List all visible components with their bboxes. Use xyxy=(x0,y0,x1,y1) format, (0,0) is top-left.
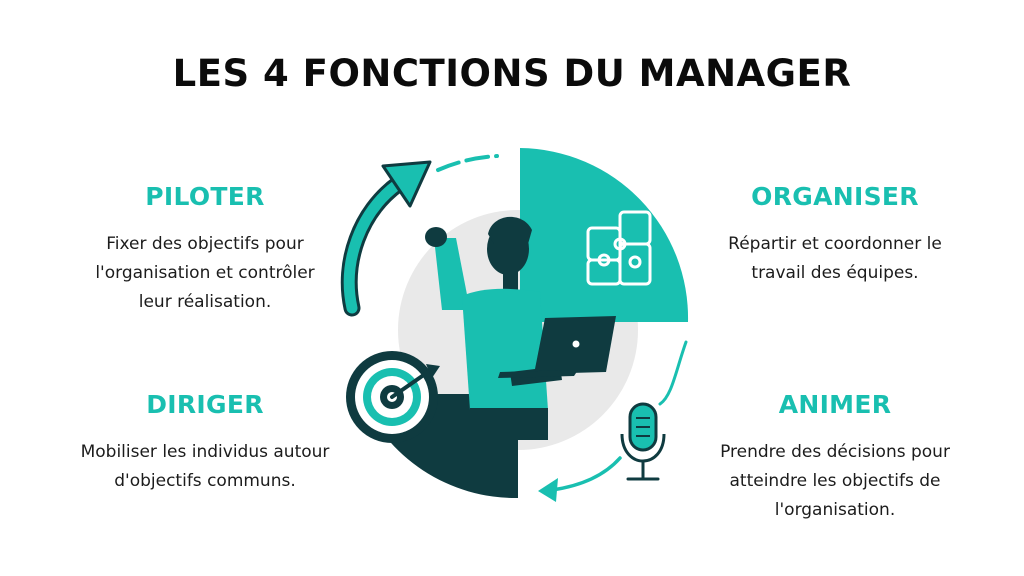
arrow-bottom-right xyxy=(538,456,622,502)
organiser-description: Répartir et coordonner le travail des éq… xyxy=(728,234,942,283)
diriger-heading: DIRIGER xyxy=(146,390,264,419)
arrow-top-left xyxy=(340,160,432,317)
laptop-icon xyxy=(498,316,616,378)
arc-right xyxy=(658,340,688,406)
organiser-block: ORGANISER Répartir et coordonner le trav… xyxy=(690,182,980,288)
arc-top xyxy=(436,154,499,172)
page-title: LES 4 FONCTIONS DU MANAGER xyxy=(172,52,852,95)
animer-heading: ANIMER xyxy=(778,390,892,419)
central-illustration xyxy=(340,148,689,502)
target-icon xyxy=(346,351,440,443)
piloter-block: PILOTER Fixer des objectifs pour l'organ… xyxy=(60,182,350,317)
manager-figure xyxy=(425,216,562,440)
diriger-block: DIRIGER Mobiliser les individus autour d… xyxy=(40,390,370,496)
animer-description: Prendre des décisions pour atteindre les… xyxy=(720,442,950,520)
animer-block: ANIMER Prendre des décisions pour attein… xyxy=(680,390,990,525)
organiser-heading: ORGANISER xyxy=(751,182,919,211)
puzzle-icon xyxy=(586,210,652,286)
quarter-top-right xyxy=(520,148,689,322)
diriger-description: Mobiliser les individus autour d'objecti… xyxy=(80,442,330,491)
microphone-icon xyxy=(620,402,666,481)
piloter-description: Fixer des objectifs pour l'organisation … xyxy=(95,234,315,312)
piloter-heading: PILOTER xyxy=(145,182,265,211)
